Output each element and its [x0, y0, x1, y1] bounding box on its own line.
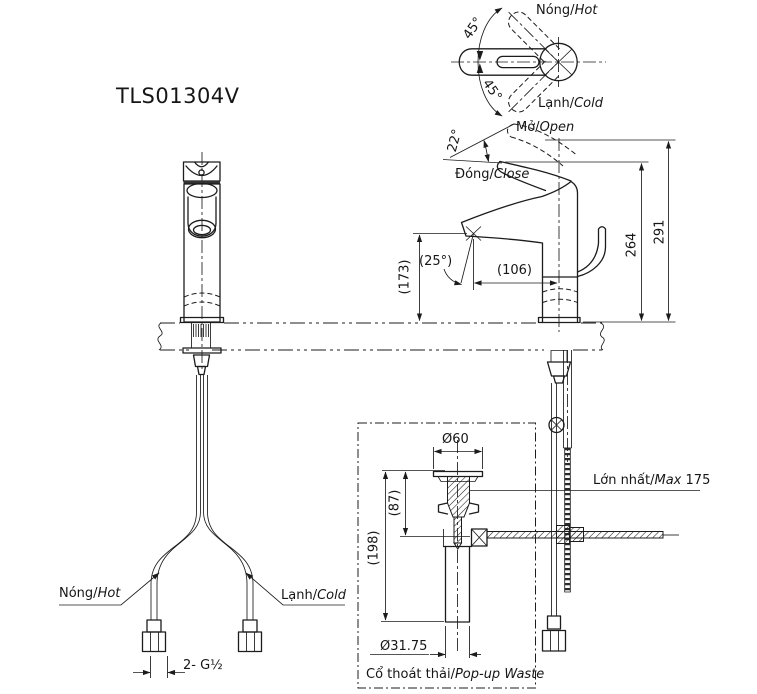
- side-view-faucet: [443, 124, 700, 651]
- top-view-handle: [451, 5, 606, 119]
- dim-spout-height: (173): [397, 259, 413, 295]
- dim-flange-dia: Ø60: [442, 432, 469, 447]
- dim-height-open: 291: [652, 219, 668, 245]
- front-cold-label: Lạnh/Cold: [281, 588, 346, 603]
- dim-pipe-dia: Ø31.75: [380, 639, 428, 654]
- front-hot-label: Nóng/Hot: [59, 586, 121, 601]
- dim-spout-angle: (25°): [419, 254, 453, 269]
- dim-spout-reach: (106): [497, 263, 532, 278]
- open-label: Mở/Open: [516, 120, 575, 135]
- model-number: TLS01304V: [116, 84, 240, 108]
- handle-hot-position: [502, 55, 566, 119]
- dim-height-closed: 264: [624, 232, 640, 258]
- top-view-hot-label: Nóng/Hot: [536, 3, 598, 18]
- dim-total-length: (198): [366, 530, 382, 566]
- rod-max-length-label: Lớn nhất/Max 175: [593, 473, 711, 488]
- popup-waste-box: [358, 423, 536, 688]
- handle-cold-position: [502, 5, 566, 69]
- top-view-cold-label: Lạnh/Cold: [538, 96, 603, 111]
- dim-connection-thread: 2- G½: [183, 658, 223, 673]
- front-view-faucet: [143, 152, 262, 652]
- dimension-lines: [59, 140, 676, 678]
- popup-waste-label: Cổ thoát thải/Pop-up Waste: [366, 667, 545, 682]
- dim-plug-depth: (87): [387, 489, 403, 517]
- close-label: Đóng/Close: [455, 167, 530, 182]
- deck-section: [158, 323, 604, 350]
